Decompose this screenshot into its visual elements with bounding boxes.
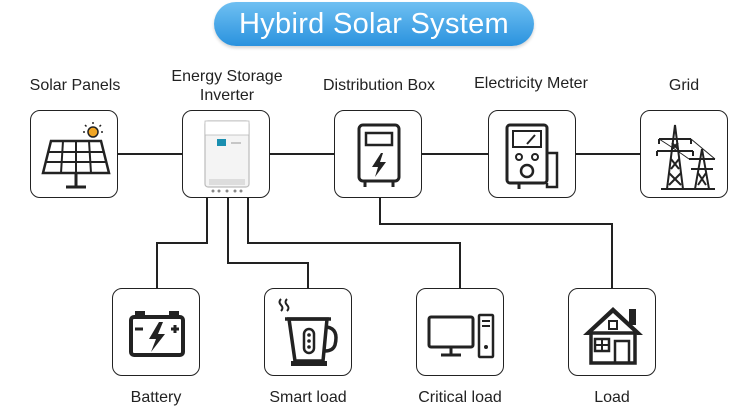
node-grid xyxy=(640,110,728,198)
power-tower-icon xyxy=(656,124,716,190)
node-battery xyxy=(112,288,200,376)
solar-panel-icon xyxy=(41,122,111,189)
label-energy-storage-inverter: Energy Storage Inverter xyxy=(160,67,294,105)
kettle-icon xyxy=(278,298,338,366)
label-inverter-line2: Inverter xyxy=(199,87,255,104)
inverter-icon xyxy=(204,120,250,193)
node-distribution-box xyxy=(334,110,422,198)
label-inverter-line1: Energy Storage xyxy=(171,68,283,85)
label-critical-load: Critical load xyxy=(418,389,502,406)
node-electricity-meter xyxy=(488,110,576,198)
label-smart-load: Smart load xyxy=(269,389,347,406)
battery-icon xyxy=(129,311,185,357)
wire-inverter-critical-load xyxy=(247,198,461,288)
computer-icon xyxy=(427,313,495,359)
distribution-box-icon xyxy=(357,123,401,187)
diagram-title: Hybird Solar System xyxy=(214,2,534,46)
label-grid: Grid xyxy=(668,77,700,94)
house-icon xyxy=(583,307,643,365)
wire-inverter-smart-load xyxy=(227,198,309,288)
node-critical-load xyxy=(416,288,504,376)
label-load: Load xyxy=(594,389,630,406)
electricity-meter-icon xyxy=(505,123,559,189)
label-battery: Battery xyxy=(130,389,182,406)
wire-inverter-battery xyxy=(156,198,208,288)
node-solar-panels xyxy=(30,110,118,198)
node-smart-load xyxy=(264,288,352,376)
node-load xyxy=(568,288,656,376)
label-distribution-box: Distribution Box xyxy=(322,77,436,94)
node-energy-storage-inverter xyxy=(182,110,270,198)
label-electricity-meter: Electricity Meter xyxy=(474,75,588,92)
label-solar-panels: Solar Panels xyxy=(29,77,121,94)
wire-distribution-load xyxy=(379,198,613,288)
